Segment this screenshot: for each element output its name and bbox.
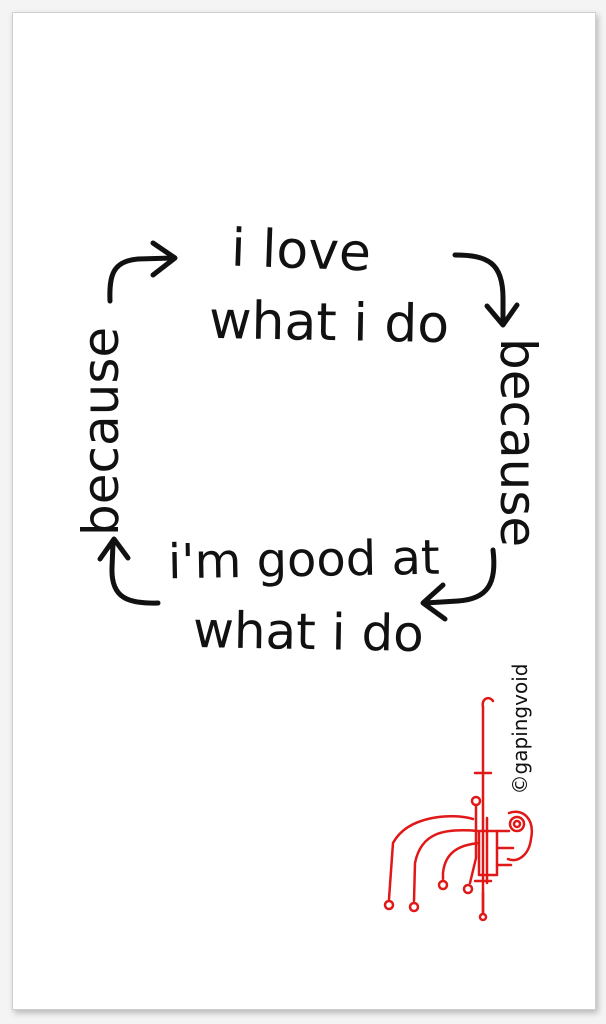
cartoon-card: i love what i do because i'm good at wha… [12,12,596,1010]
arrow-top-to-right-icon [452,252,520,328]
arrow-left-to-top-icon [107,240,178,304]
arrow-bottom-to-left-icon [97,536,161,606]
drawing-layer [97,240,534,922]
arrow-right-to-bottom-icon [420,547,497,622]
gapingvoid-doodle-icon [383,696,534,922]
